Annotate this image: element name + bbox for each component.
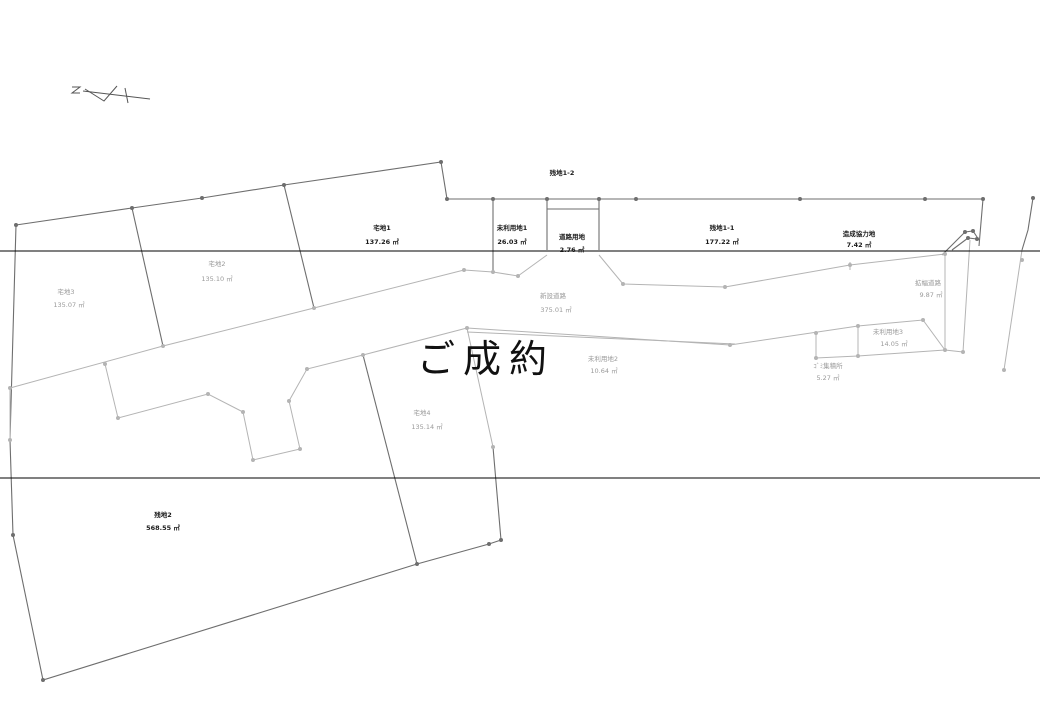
lot-area-unused-1: 26.03 ㎡ [497, 237, 527, 246]
lot-area-garbage: 5.27 ㎡ [816, 373, 840, 382]
lot-name-cooperation: 造成協力地 [843, 229, 876, 238]
lot-area-widening-road: 9.87 ㎡ [919, 290, 943, 299]
lot-name-house-3: 宅地3 [57, 287, 74, 296]
lot-name-new-road: 新設道路 [540, 291, 567, 300]
lot-name-house-2: 宅地2 [208, 259, 225, 268]
lot-name-house-4: 宅地4 [413, 408, 430, 417]
lot-area-residual-2: 568.55 ㎡ [146, 523, 180, 532]
lot-area-unused-2: 10.64 ㎡ [590, 366, 618, 375]
north-arrow-icon [70, 85, 151, 104]
lot-area-house-1: 137.26 ㎡ [365, 237, 399, 246]
lot-name-road-land: 道路用地 [559, 232, 586, 241]
lot-name-widening-road: 拡幅道路 [915, 278, 942, 287]
lot-name-residual-2: 残地2 [154, 510, 172, 519]
lot-name-residual-1-1: 残地1-1 [710, 223, 735, 232]
lot-labels: 残地1-2 宅地1 137.26 ㎡ 未利用地1 26.03 ㎡ 道路用地 2.… [53, 168, 943, 532]
lot-area-road-land: 2.76 ㎡ [560, 245, 585, 254]
lot-area-residual-1-1: 177.22 ㎡ [705, 237, 739, 246]
lot-name-house-1: 宅地1 [373, 223, 391, 232]
lot-area-house-2: 135.10 ㎡ [201, 274, 233, 283]
lot-area-house-3: 135.07 ㎡ [53, 300, 85, 309]
lot-area-house-4: 135.14 ㎡ [411, 422, 443, 431]
lot-area-new-road: 375.01 ㎡ [540, 305, 572, 314]
lot-area-cooperation: 7.42 ㎡ [847, 240, 872, 249]
lot-name-unused-3: 未利用地3 [873, 327, 903, 336]
lot-name-unused-1: 未利用地1 [497, 223, 528, 232]
sold-stamp: ご成約 [417, 337, 555, 381]
light-boundaries [9, 239, 1023, 461]
survey-points [8, 160, 1035, 682]
lot-name-residual-1-2: 残地1-2 [550, 168, 575, 177]
lot-name-garbage: ｺﾞﾐ集積所 [813, 361, 843, 370]
lot-area-unused-3: 14.05 ㎡ [880, 339, 908, 348]
lot-name-unused-2: 未利用地2 [588, 354, 618, 363]
